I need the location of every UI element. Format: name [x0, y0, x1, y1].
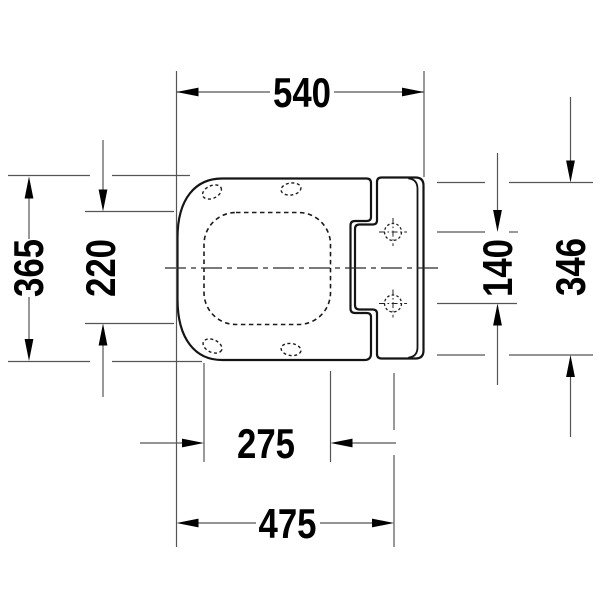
seat-buffer-bottom-center	[280, 342, 302, 357]
dim-label-220: 220	[77, 239, 124, 297]
dimension-275: 275	[140, 363, 396, 467]
dimension-346: 346	[437, 97, 594, 437]
arrow-down-icon	[493, 210, 502, 232]
dim-label-346: 346	[547, 238, 594, 296]
dimension-365: 365	[5, 174, 202, 363]
fixing-hole-bottom	[379, 289, 407, 318]
fixing-hole-top	[379, 218, 407, 246]
arrow-up-icon	[98, 323, 108, 346]
dim-label-365: 365	[5, 239, 52, 297]
dim-label-475: 475	[259, 500, 317, 547]
arrow-left-icon	[176, 87, 199, 97]
arrow-right-icon	[182, 438, 204, 448]
dim-label-540: 540	[273, 69, 331, 116]
tank-outline	[353, 176, 425, 360]
toilet-body	[165, 176, 438, 362]
arrow-down-icon	[98, 189, 108, 212]
arrow-up-icon	[24, 176, 34, 199]
seat-buffer-bottom-left	[202, 338, 223, 354]
arrow-left-icon	[176, 518, 199, 528]
dimension-475: 475	[176, 373, 395, 547]
seat-outline	[176, 177, 373, 362]
arrow-right-icon	[402, 87, 424, 97]
arrow-down-icon	[566, 160, 575, 183]
arrow-left-icon	[330, 438, 353, 448]
arrow-up-icon	[493, 303, 502, 326]
arrow-down-icon	[24, 339, 34, 361]
seat-buffer-top-center	[280, 182, 302, 196]
arrow-right-icon	[372, 518, 394, 528]
seat-buffer-top-left	[201, 184, 223, 200]
dim-label-275: 275	[237, 420, 295, 467]
dimension-540: 540	[175, 69, 425, 547]
dimension-140: 140	[437, 153, 521, 385]
dim-label-140: 140	[474, 239, 521, 297]
arrow-up-icon	[566, 355, 575, 377]
dimension-220: 220	[77, 140, 174, 397]
